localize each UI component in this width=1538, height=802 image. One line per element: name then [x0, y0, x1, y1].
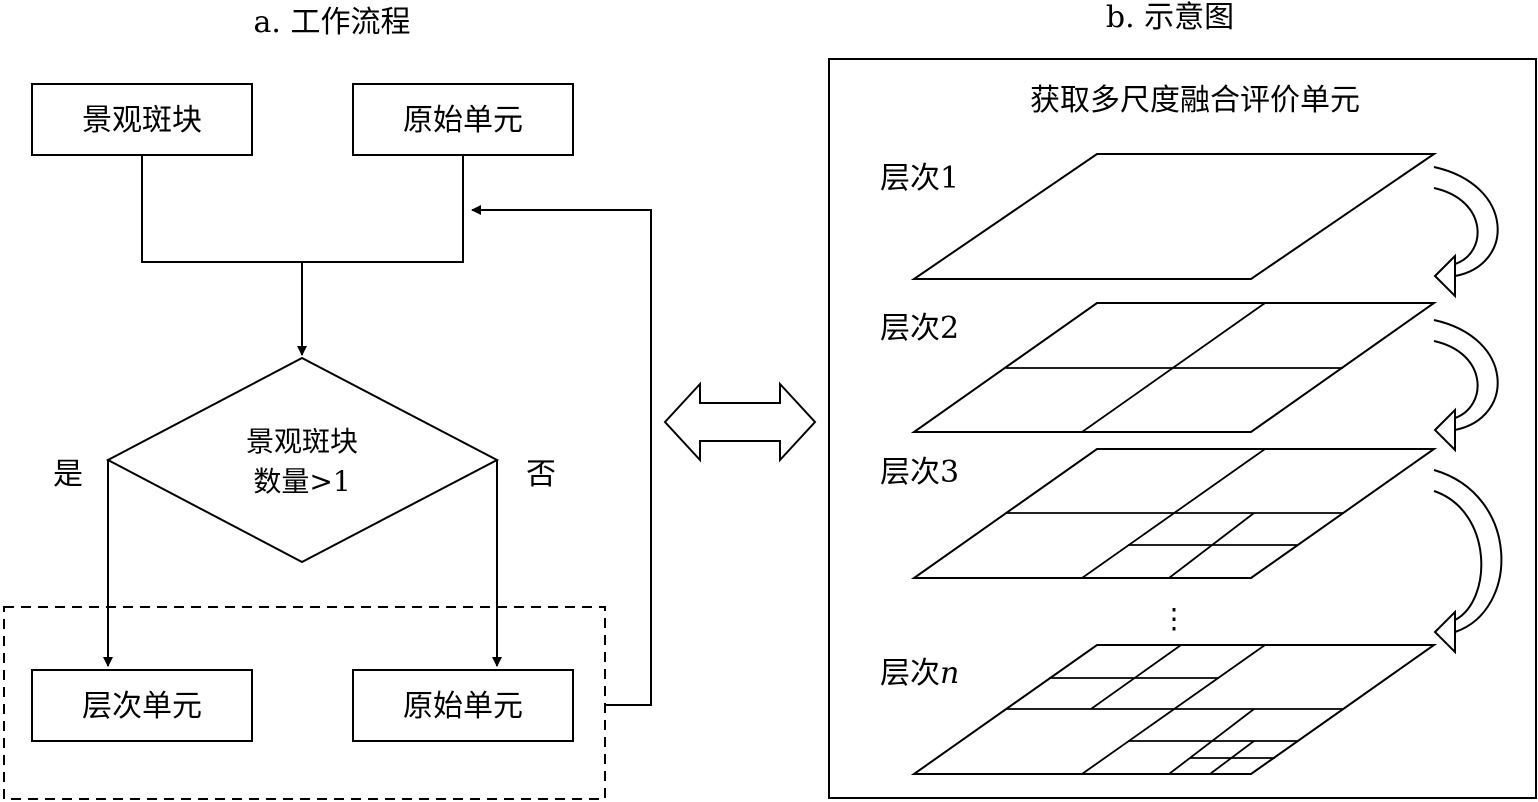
layer-3-plane: [910, 448, 1438, 579]
box-original-unit-bottom-label: 原始单元: [403, 689, 523, 724]
box-level-unit: [31, 669, 253, 742]
layer-1-label: 层次1: [880, 161, 959, 196]
title-schematic: b. 示意图: [1106, 0, 1234, 35]
curved-arrow-1-2: [1433, 166, 1499, 299]
title-workflow: a. 工作流程: [254, 5, 411, 40]
schematic-heading: 获取多尺度融合评价单元: [1030, 83, 1360, 118]
layer-2-plane: [910, 302, 1438, 433]
layer-1-plane: [910, 153, 1438, 280]
yes-label: 是: [53, 457, 83, 492]
dashed-group: [3, 606, 606, 800]
layer-n-label: 层次n: [880, 656, 959, 691]
box-original-unit-top: [352, 83, 574, 156]
double-arrow: [663, 381, 817, 463]
layer-3-label: 层次3: [880, 455, 959, 490]
no-label: 否: [526, 457, 556, 492]
layer-2-label: 层次2: [880, 311, 959, 346]
ellipsis: ⋮: [1160, 602, 1188, 635]
merge-connector: [141, 155, 464, 263]
box-landscape-patch: [31, 83, 253, 156]
box-level-unit-label: 层次单元: [82, 689, 202, 724]
box-landscape-patch-label: 景观斑块: [82, 103, 202, 138]
box-original-unit-top-label: 原始单元: [403, 103, 523, 138]
decision-line2: 数量>1: [253, 465, 350, 498]
schematic-frame: [828, 58, 1537, 799]
layer-n-plane: [910, 644, 1438, 775]
decision-diamond: [105, 356, 500, 564]
curved-arrow-3-n: [1433, 469, 1503, 655]
box-original-unit-bottom: [352, 669, 574, 742]
curved-arrow-2-3: [1433, 319, 1499, 453]
decision-line1: 景观斑块: [246, 425, 358, 458]
feedback-arrow: [471, 205, 652, 706]
